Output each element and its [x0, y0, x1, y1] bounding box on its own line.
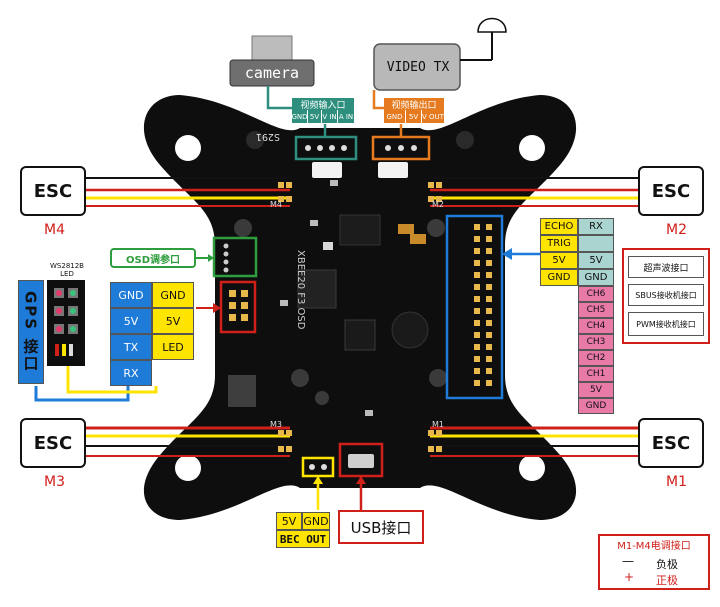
esc-wires: [86, 177, 640, 457]
legend-ultrasonic: 超声波接口: [628, 256, 704, 278]
video-out-pin: GND: [384, 110, 406, 123]
gps-pin: TX: [110, 334, 152, 360]
video-in-title: 视频输入口: [292, 98, 354, 111]
motor-m3-label: M3: [44, 474, 65, 490]
gps-label: GPS 接口: [18, 280, 44, 384]
pwm-pin: CH4: [578, 318, 614, 334]
board-m4-text: M4: [270, 200, 282, 209]
sbus-pin: [578, 235, 614, 252]
esc-m1-box: ESC: [638, 418, 704, 468]
bec-out-label: BEC OUT: [276, 530, 330, 548]
motor-m1-label: M1: [666, 474, 687, 490]
gps-pin: GND: [110, 282, 152, 308]
esc-legend-positive-text: 正极: [656, 574, 678, 587]
ws2812b-label: WS2812B LED: [50, 262, 84, 278]
esc-legend-positive-sign: +: [624, 570, 635, 584]
esc-legend-negative-sign: —: [622, 554, 634, 568]
ultrasonic-pin: TRIG: [540, 235, 578, 252]
led-pin: LED: [152, 334, 194, 360]
video-out-pins: GND 5V V OUT: [384, 110, 444, 123]
esc-legend-title: M1-M4电调接口: [617, 541, 691, 552]
esc-m2-box: ESC: [638, 166, 704, 216]
sbus-pin: GND: [578, 269, 614, 286]
pwm-pin: GND: [578, 398, 614, 414]
esc-legend: [598, 534, 710, 590]
video-in-pin: V IN: [322, 110, 338, 123]
gps-pin: RX: [110, 360, 152, 386]
pwm-pin: 5V: [578, 382, 614, 398]
pwm-pin: CH6: [578, 286, 614, 302]
pwm-pin: CH5: [578, 302, 614, 318]
video-in-pins: GND 5V V IN A IN: [291, 110, 354, 123]
legend-pwm: PWM接收机接口: [628, 312, 704, 336]
video-in-pin: GND: [291, 110, 308, 123]
ultrasonic-pin: GND: [540, 269, 578, 286]
video-in-pin: A IN: [338, 110, 354, 123]
gps-pin: 5V: [110, 308, 152, 334]
bec-pin: 5V: [276, 512, 302, 530]
esc-m4-box: ESC: [20, 166, 86, 216]
ultrasonic-pin: ECHO: [540, 218, 578, 235]
receiver-pins: [474, 224, 492, 386]
esc-legend-negative-text: 负极: [656, 558, 678, 571]
board-s291-text: S291: [256, 131, 280, 142]
led-pin: 5V: [152, 308, 194, 334]
video-in-pin: 5V: [308, 110, 322, 123]
esc-m3-box: ESC: [20, 418, 86, 468]
ultrasonic-pin: 5V: [540, 252, 578, 269]
motor-m4-label: M4: [44, 222, 65, 238]
video-out-title: 视频输出口: [384, 98, 444, 111]
bec-pin: GND: [302, 512, 330, 530]
sbus-pin: RX: [578, 218, 614, 235]
usb-label: USB接口: [338, 510, 424, 544]
video-out-pin: V OUT: [422, 110, 444, 123]
board-m1-text: M1: [432, 420, 444, 429]
video-tx-label: VIDEO TX: [386, 59, 450, 75]
board-m2-text: M2: [432, 200, 444, 209]
camera-label: camera: [244, 64, 300, 82]
flight-controller-board: S291 XBEE20 F3 OSD: [143, 95, 577, 520]
camera-device: [229, 35, 315, 87]
sbus-pin: 5V: [578, 252, 614, 269]
video-tx-device: [373, 17, 507, 91]
motor-m2-label: M2: [666, 222, 687, 238]
ws2812b-led-module: [47, 280, 85, 366]
led-pin: GND: [152, 282, 194, 308]
board-model-text: XBEE20 F3 OSD: [295, 250, 306, 330]
legend-sbus: SBUS接收机接口: [628, 284, 704, 306]
interface-legend: [622, 248, 710, 344]
pwm-pin: CH3: [578, 334, 614, 350]
pwm-pin: CH2: [578, 350, 614, 366]
board-m3-text: M3: [270, 420, 282, 429]
video-out-pin: 5V: [406, 110, 422, 123]
pwm-pin: CH1: [578, 366, 614, 382]
osd-label: OSD调参口: [110, 248, 196, 268]
